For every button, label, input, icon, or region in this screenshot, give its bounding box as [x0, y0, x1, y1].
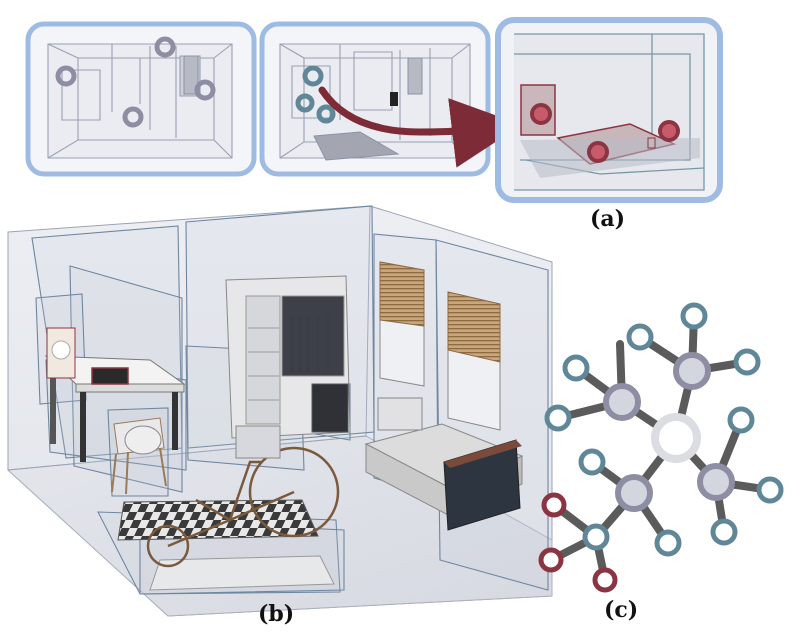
bicycle — [146, 446, 340, 568]
red-leaf-node — [592, 567, 618, 593]
leaf-node — [654, 529, 682, 557]
panel-b — [6, 205, 553, 617]
center-node — [651, 413, 701, 463]
view1-node-4 — [122, 106, 144, 128]
view2-node-2 — [295, 93, 315, 113]
bed — [364, 397, 524, 531]
desk — [44, 327, 186, 462]
leaf-node — [582, 523, 610, 551]
hub-node-4 — [615, 474, 653, 512]
hub-node-3 — [697, 463, 735, 501]
view3-node-2 — [587, 141, 609, 163]
panel-a — [25, 17, 723, 203]
panel-label-a: (a) — [590, 206, 626, 232]
leaf-node — [756, 476, 784, 504]
view2-node-1 — [302, 65, 324, 87]
view3-node-3 — [658, 120, 680, 142]
leaf-node — [710, 518, 738, 546]
wardrobe — [225, 275, 351, 439]
leaf-node — [544, 404, 572, 432]
view2-node-3 — [316, 104, 336, 124]
leaf-node — [562, 354, 590, 382]
window-left — [379, 261, 425, 387]
chair — [111, 417, 167, 495]
view-frame-1 — [25, 21, 257, 177]
hub-node-2 — [603, 383, 641, 421]
leaf-node — [626, 323, 654, 351]
window-right — [447, 291, 501, 431]
view1-node-1 — [55, 65, 77, 87]
hub-node-1 — [673, 352, 711, 390]
leaf-node — [578, 448, 606, 476]
leaf-node — [680, 302, 708, 330]
leaf-node — [733, 348, 761, 376]
view-frame-3-zoom — [495, 17, 723, 203]
red-leaf-node — [538, 547, 564, 573]
panel-c — [538, 302, 784, 593]
checker-rug — [117, 499, 319, 541]
leaf-node — [727, 406, 755, 434]
panel-label-c: (c) — [604, 597, 639, 623]
view1-node-3 — [194, 79, 216, 101]
view-frame-2 — [259, 21, 522, 177]
view1-node-2 — [154, 36, 176, 58]
view3-node-1 — [530, 103, 552, 125]
red-leaf-node — [541, 492, 567, 518]
panel-label-b: (b) — [258, 601, 295, 627]
transfer-arrow — [318, 86, 522, 168]
